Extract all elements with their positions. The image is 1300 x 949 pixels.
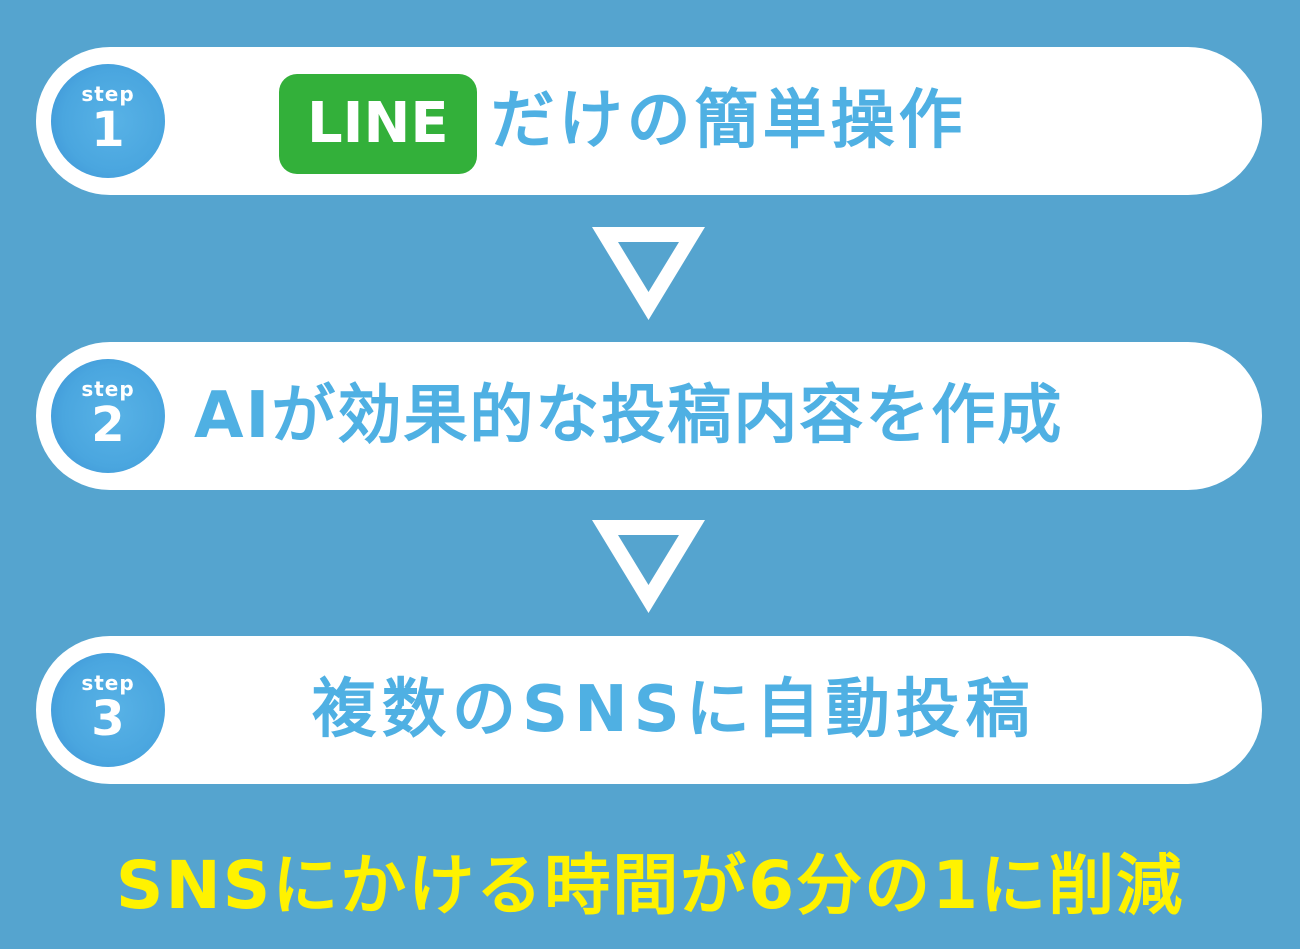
down-arrow-icon (592, 227, 705, 320)
step-label: step (81, 377, 135, 401)
step-1-text: だけの簡単操作 (490, 84, 967, 158)
step-number: 1 (91, 102, 125, 158)
step-3-text: 複数のSNSに自動投稿 (312, 673, 1036, 747)
down-arrow-icon (592, 520, 705, 613)
step-label: step (81, 82, 135, 106)
step-number: 3 (91, 691, 125, 747)
step-2-text: AIが効果的な投稿内容を作成 (194, 379, 1064, 453)
result-headline: SNSにかける時間が6分の1に削減 (115, 847, 1185, 924)
step-number: 2 (91, 397, 125, 453)
step-label: step (81, 671, 135, 695)
line-logo: LINE (279, 74, 477, 175)
